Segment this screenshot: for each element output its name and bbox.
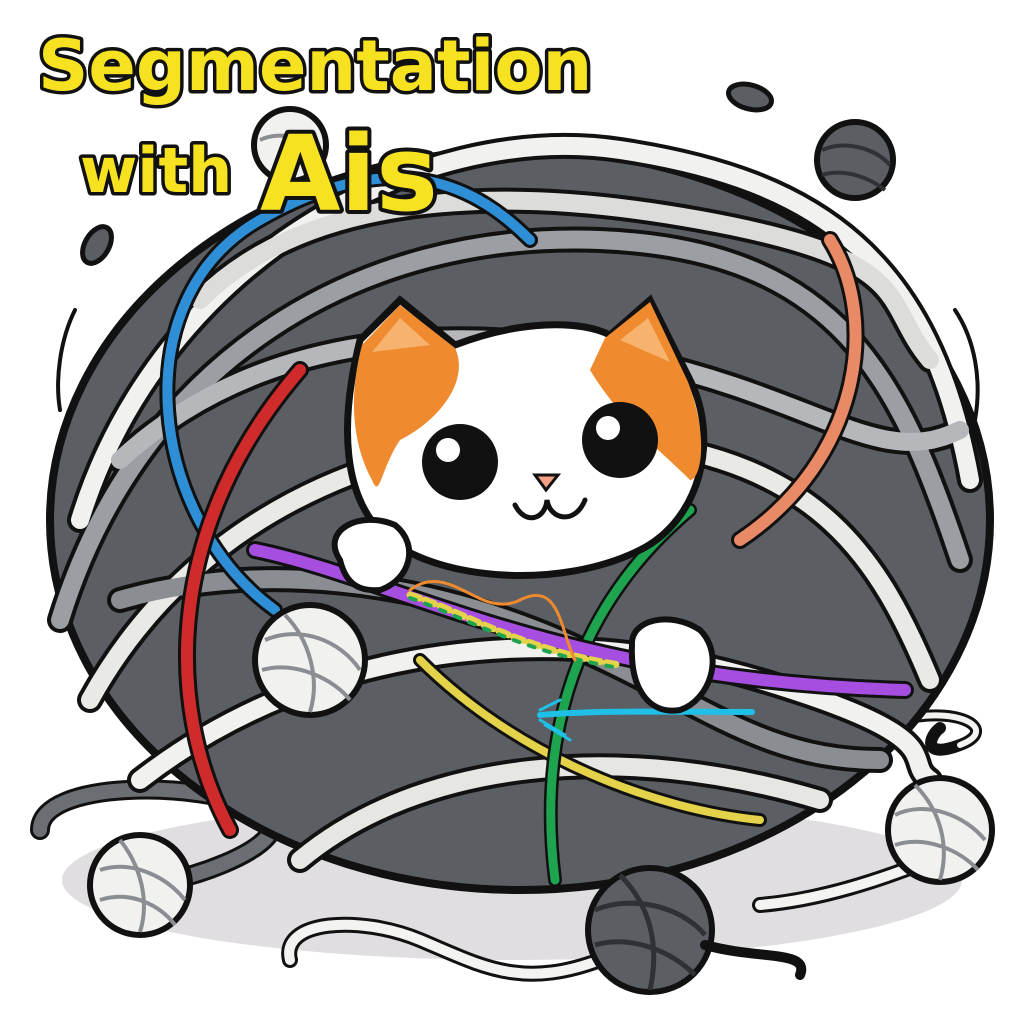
title-line1: Segmentation (38, 25, 592, 107)
motion-line (953, 308, 980, 422)
cat-eye-left (422, 424, 498, 500)
cat-paw-right (628, 616, 716, 714)
twisted-strand (406, 591, 624, 669)
cyan-frayed-strand (537, 708, 755, 718)
cat-mouth (512, 497, 588, 520)
cat-nose (532, 473, 562, 493)
cat-icon (331, 294, 716, 714)
cat-eye-right (582, 402, 658, 478)
motion-speck (80, 224, 114, 266)
yarn-ball-icon (251, 106, 329, 184)
cat-orange-patch-right (590, 302, 702, 480)
yarn-ball-icon (252, 602, 368, 718)
yarn-ball-icon (814, 119, 896, 201)
title-line2-emphasis: Ais (260, 113, 438, 235)
cat-paw-left (331, 517, 413, 594)
colored-strands (159, 170, 914, 887)
motion-speck (726, 81, 774, 113)
yarn-ball-icon (585, 865, 807, 995)
yarn-ball-icon (885, 775, 995, 885)
yarn-ball-icon (87, 832, 193, 938)
orange-thread (408, 580, 577, 662)
motion-line (56, 308, 77, 412)
title-line2-prefix: with (80, 134, 232, 207)
